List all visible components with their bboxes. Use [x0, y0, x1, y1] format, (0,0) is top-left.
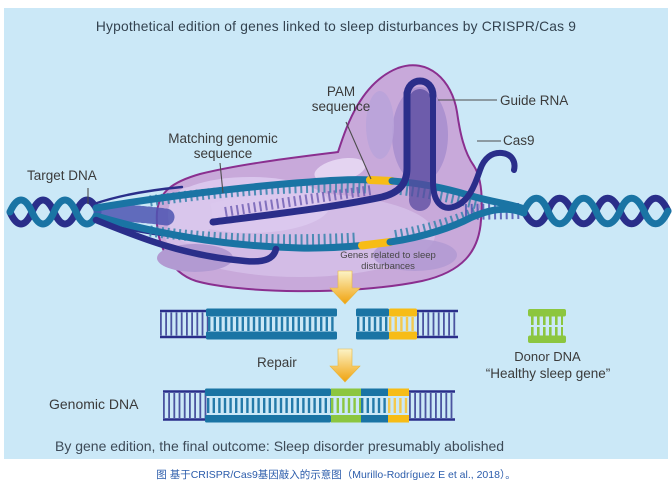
- down-arrow-1: [329, 270, 361, 305]
- sleep-gene-segment: [358, 238, 394, 250]
- down-arrow-2: [329, 348, 361, 383]
- label-repair: Repair: [257, 355, 297, 370]
- target-dna-helix-left: [6, 196, 102, 228]
- outcome-statement: By gene edition, the final outcome: Slee…: [55, 438, 505, 454]
- dna-strand-bottom: [92, 205, 528, 265]
- label-target-dna: Target DNA: [27, 168, 97, 183]
- label-matching-genomic-sequence: Matching genomic sequence: [168, 131, 278, 162]
- figure-caption: 图 基于CRISPR/Cas9基因敲入的示意图（Murillo-Rodrígue…: [156, 469, 516, 481]
- donor-dna-icon: [528, 309, 566, 343]
- label-healthy-sleep-gene: “Healthy sleep gene”: [485, 366, 611, 381]
- label-genomic-dna: Genomic DNA: [49, 396, 139, 412]
- label-donor-dna: Donor DNA: [514, 349, 581, 364]
- label-genes-related: Genes related to sleep disturbances: [340, 250, 436, 272]
- pam-segment: [366, 176, 396, 185]
- cut-dna-row: [160, 308, 458, 340]
- label-cas9: Cas9: [503, 133, 535, 148]
- label-guide-rna: Guide RNA: [500, 93, 569, 108]
- dna-rungs: [149, 181, 521, 246]
- target-dna-helix-right: [520, 194, 672, 228]
- pointer-lines: [87, 99, 501, 204]
- pointer-line-matching: [219, 162, 224, 194]
- figure-title: Hypothetical edition of genes linked to …: [95, 19, 577, 34]
- pointer-line-pam: [345, 121, 372, 180]
- label-pam-sequence: PAM sequence: [311, 84, 371, 115]
- repaired-dna-row: [163, 388, 455, 423]
- guide-rna-hairpin: [209, 77, 518, 226]
